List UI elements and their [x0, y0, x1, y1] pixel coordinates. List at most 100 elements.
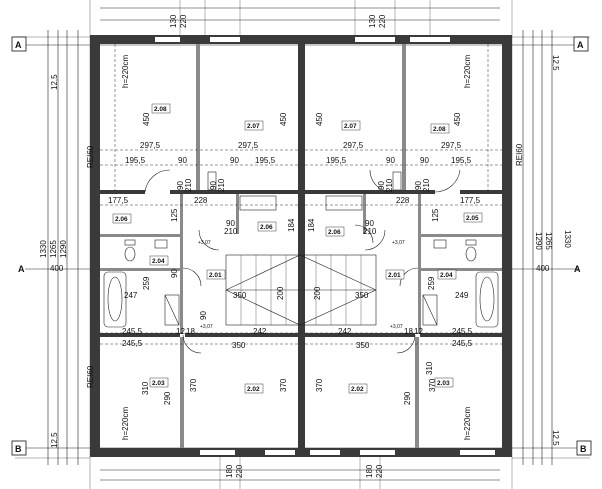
level-mark-a: +3,07 — [198, 240, 211, 246]
dim-left-1330: 1330 — [39, 240, 48, 258]
dim-125-a: 125 — [170, 208, 179, 222]
dim-18-a: 18 — [186, 327, 195, 336]
dim-177-b: 177,5 — [460, 196, 481, 205]
dim-90-d: 90 — [420, 156, 429, 165]
dim-370-c: 370 — [189, 378, 198, 392]
room-2-06-left: 2.06 — [115, 216, 128, 223]
dim-12-b: 12 — [414, 327, 423, 336]
room-labels: 2.08 2.07 2.07 2.08 2.06 2.06 2.06 2.05 … — [112, 103, 483, 394]
dim-297-b: 297,5 — [238, 141, 259, 150]
dim-90-b: 90 — [230, 156, 239, 165]
room-2-03-right: 2.03 — [437, 380, 450, 387]
dim-370-b: 370 — [315, 378, 324, 392]
room-2-02-left: 2.02 — [247, 386, 260, 393]
dim-18-b: 18 — [404, 327, 413, 336]
dim-door-f1: 90 — [365, 219, 374, 228]
dim-297-d: 297,5 — [441, 141, 462, 150]
staircase — [225, 254, 377, 326]
dim-right-1290: 1290 — [534, 232, 543, 250]
dim-door-c1: 90 — [377, 181, 386, 190]
dim-310-b: 310 — [425, 361, 434, 375]
dim-184-b: 184 — [307, 218, 316, 232]
dim-door-b1: 90 — [209, 181, 218, 190]
dim-top-3: 130 — [368, 14, 377, 28]
dim-right-125-top: 12,5 — [551, 55, 560, 71]
room-2-06-mid-right: 2.06 — [328, 229, 341, 236]
dim-245-d: 245,5 — [452, 339, 473, 348]
dim-90-e: 90 — [170, 269, 179, 278]
dim-259-b: 259 — [427, 276, 436, 290]
axis-label-bottom-left: B — [15, 444, 22, 454]
dim-200-b: 200 — [313, 286, 322, 300]
dim-90-a: 90 — [178, 156, 187, 165]
dim-left-125-top: 12,5 — [50, 74, 59, 90]
rei-left-bottom: REI60 — [86, 365, 95, 388]
dim-245-a: 245,5 — [122, 327, 143, 336]
axis-label-top-right: A — [577, 40, 584, 50]
axis-label-top-left: A — [15, 40, 22, 50]
height-top-right: h=220cm — [463, 55, 472, 88]
dim-242-b: 242 — [338, 327, 352, 336]
dim-left-400: 400 — [50, 264, 64, 273]
room-2-01-left: 2.01 — [209, 272, 222, 279]
dim-290-a: 290 — [163, 391, 172, 405]
dim-right-400: 400 — [536, 264, 550, 273]
dim-right-125-bottom: 12,5 — [551, 430, 560, 446]
dim-259-a: 259 — [142, 276, 151, 290]
dim-350-c: 350 — [232, 341, 246, 350]
dim-door-e2: 210 — [224, 227, 238, 236]
dim-top-2: 220 — [179, 14, 188, 28]
room-2-05-right: 2.05 — [466, 215, 479, 222]
dim-184-a: 184 — [287, 218, 296, 232]
inner-dimensions: 450 450 450 450 297,5 297,5 297,5 297,5 … — [108, 112, 481, 405]
dim-12-a: 12 — [176, 327, 185, 336]
dim-90-c: 90 — [386, 156, 395, 165]
room-2-01-right: 2.01 — [388, 272, 401, 279]
dim-195-d: 195,5 — [451, 156, 472, 165]
dim-left-125-bottom: 12,5 — [50, 432, 59, 448]
annotations: h=220cm h=220cm h=220cm h=220cm REI60 RE… — [86, 55, 524, 440]
axis-label-mid-right: A — [574, 264, 581, 274]
height-bottom-right: h=220cm — [463, 407, 472, 440]
dim-bottom-3: 180 — [365, 464, 374, 478]
top-dimensions: 130 220 130 220 180 220 180 220 — [169, 14, 387, 478]
room-2-06-mid-left: 2.06 — [260, 224, 273, 231]
rei-left-top: REI60 — [86, 145, 95, 168]
dim-right-1330: 1330 — [563, 230, 572, 248]
dim-door-a1: 90 — [176, 181, 185, 190]
dim-top-1: 130 — [169, 14, 178, 28]
dim-297-c: 297,5 — [343, 141, 364, 150]
axis-markers: A A B B A A — [11, 36, 592, 456]
dim-door-b2: 210 — [217, 178, 226, 192]
room-2-07-left: 2.07 — [247, 123, 260, 130]
dim-450-d: 450 — [453, 112, 462, 126]
rei-right-top: REI60 — [515, 143, 524, 166]
inner-dimension-lines — [100, 44, 502, 345]
dim-228-b: 228 — [396, 196, 410, 205]
room-2-02-right: 2.02 — [351, 386, 364, 393]
dim-195-a: 195,5 — [125, 156, 146, 165]
dim-242-a: 242 — [253, 327, 267, 336]
dim-249-b: 249 — [455, 291, 469, 300]
dim-bottom-1: 180 — [225, 464, 234, 478]
level-mark-c: +3,07 — [200, 324, 213, 330]
dim-245-c: 245,5 — [122, 339, 143, 348]
level-mark-b: +3,07 — [392, 240, 405, 246]
dim-195-b: 195,5 — [255, 156, 276, 165]
dim-247-a: 247 — [124, 291, 138, 300]
axis-label-mid-left: A — [18, 264, 25, 274]
dim-door-f2: 210 — [363, 227, 377, 236]
dim-370-d: 370 — [428, 378, 437, 392]
dim-125-b: 125 — [431, 208, 440, 222]
dim-450-b: 450 — [279, 112, 288, 126]
dim-370-a: 370 — [279, 378, 288, 392]
dim-90-f: 90 — [199, 311, 208, 320]
room-2-08-right: 2.08 — [433, 126, 446, 133]
dim-bottom-2: 220 — [235, 464, 244, 478]
dim-left-1265: 1265 — [49, 240, 58, 258]
dim-450-c: 450 — [315, 112, 324, 126]
fixtures — [103, 171, 499, 328]
dim-200-a: 200 — [276, 286, 285, 300]
room-2-08-left: 2.08 — [154, 106, 167, 113]
